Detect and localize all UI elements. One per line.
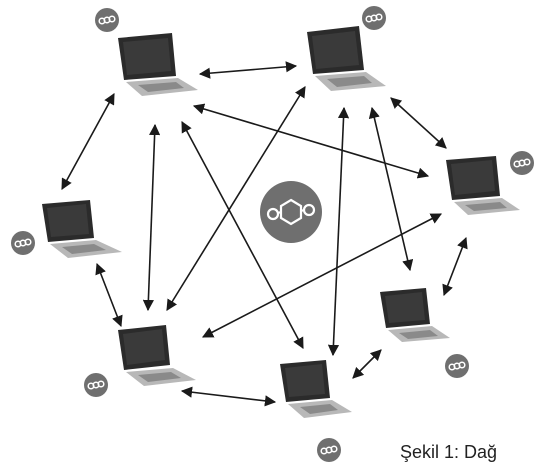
connection-arrow: [198, 61, 298, 79]
connection-arrow: [352, 349, 382, 379]
laptop-bottom-right: [380, 288, 450, 342]
connection-arrow: [202, 213, 442, 338]
connection-arrow: [95, 262, 123, 328]
connection-arrow: [142, 123, 161, 312]
chain-link-icon: [445, 354, 469, 378]
connection-arrow: [327, 106, 350, 357]
laptop-top-center: [307, 26, 386, 91]
figure-caption: Şekil 1: Dağ: [400, 442, 498, 462]
connection-arrow: [192, 103, 430, 179]
connection-arrow: [368, 106, 414, 272]
chain-link-icon: [84, 373, 108, 397]
laptop-top-left: [118, 33, 198, 96]
chain-link-icon: [95, 8, 119, 32]
laptop-right: [446, 156, 520, 215]
connection-arrow: [390, 97, 447, 149]
connection-arrow: [166, 86, 306, 311]
chain-link-icon: [317, 438, 341, 462]
laptop-bottom-left: [118, 325, 196, 386]
connection-arrow: [61, 93, 115, 190]
chain-link-icon: [362, 6, 386, 30]
chain-link-icon: [510, 151, 534, 175]
connection-arrows: [61, 61, 468, 407]
blockchain-chain-icon: [260, 181, 322, 243]
connection-arrow: [442, 236, 468, 297]
connection-arrow: [180, 386, 277, 407]
laptop-left: [42, 200, 122, 258]
chain-link-icon: [11, 231, 35, 255]
laptop-bottom-center: [280, 360, 352, 418]
